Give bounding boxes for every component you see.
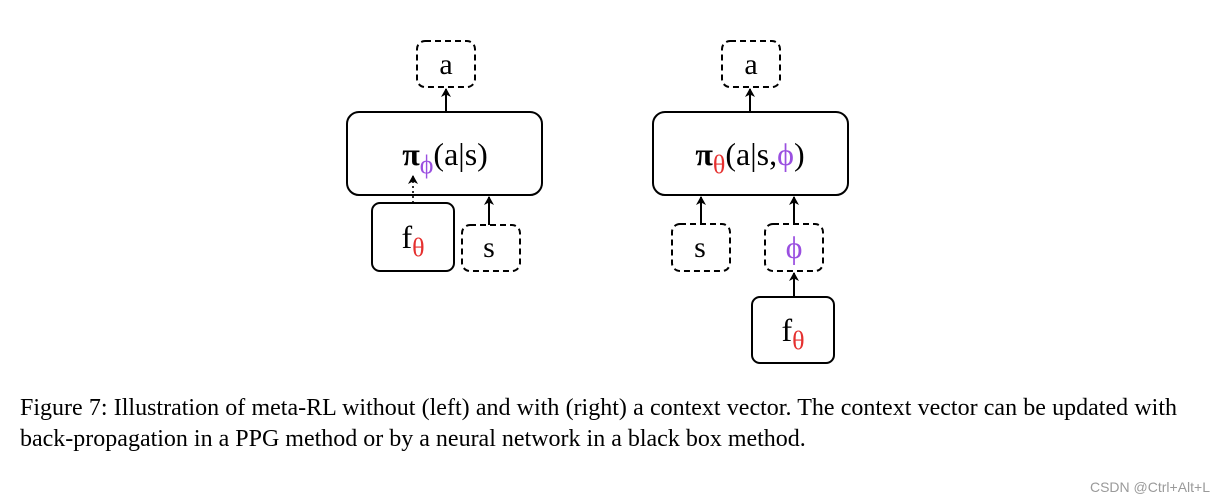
left-network-label: fθ (401, 219, 424, 262)
left-policy-node (346, 111, 543, 196)
left-diagram: a πϕ(a|s) fθ s (346, 40, 543, 272)
left-state-node (461, 224, 521, 272)
right-output-node (721, 40, 781, 88)
right-policy-label: πθ(a|s,ϕ) (695, 136, 804, 179)
right-context-label: ϕ (786, 229, 803, 265)
left-policy-label: πϕ(a|s) (402, 136, 488, 179)
left-state-label: s (483, 231, 495, 264)
right-state-label: s (694, 231, 706, 264)
right-output-label: a (744, 48, 757, 81)
right-policy-node (652, 111, 849, 196)
right-diagram: a πθ(a|s,ϕ) s ϕ fθ (652, 40, 849, 364)
meta-rl-diagram: a πϕ(a|s) fθ s a πθ(a|s,ϕ) s ϕ (346, 40, 849, 364)
right-network-label: fθ (781, 312, 804, 355)
left-output-label: a (439, 48, 452, 81)
left-output-node (416, 40, 476, 88)
watermark: CSDN @Ctrl+Alt+L (1089, 479, 1210, 495)
figure-caption: Figure 7: Illustration of meta-RL withou… (20, 395, 1177, 452)
